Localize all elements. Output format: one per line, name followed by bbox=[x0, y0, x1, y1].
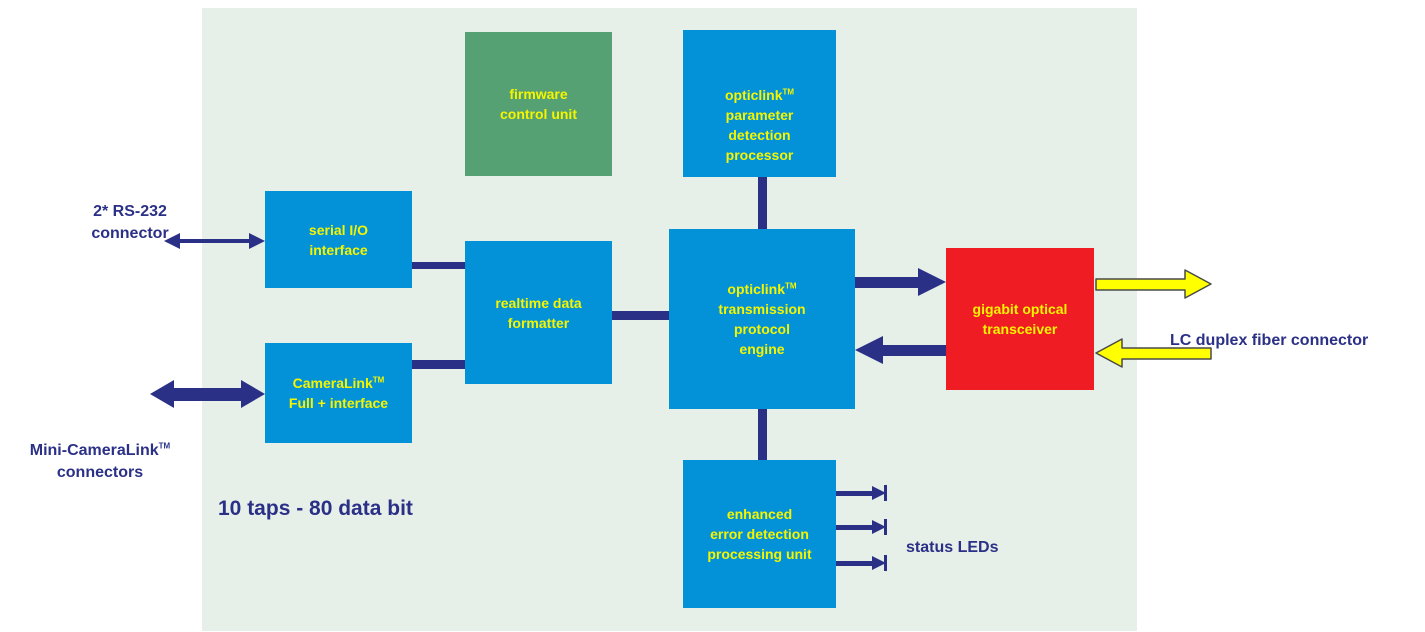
rs232-double-arrow bbox=[164, 233, 265, 249]
taps-label: 10 taps - 80 data bit bbox=[218, 497, 413, 520]
led-arrow-2 bbox=[836, 519, 887, 535]
lc-duplex-fiber-connector-label: LC duplex fiber connector bbox=[1170, 332, 1369, 349]
fiber-in-arrow bbox=[1095, 338, 1212, 368]
status-leds-label: status LEDs bbox=[906, 539, 999, 556]
serial-io-interface: serial I/O interface bbox=[265, 191, 412, 288]
opticlink-brand: opticlink bbox=[727, 281, 785, 297]
error-detection-processing-unit: enhanced error detection processing unit bbox=[683, 460, 836, 608]
led-arrow-3 bbox=[836, 555, 887, 571]
realtime-data-formatter: realtime data formatter bbox=[465, 241, 612, 384]
tx-arrow bbox=[855, 268, 946, 296]
link-formatter-protocol bbox=[611, 311, 670, 320]
link-serial-formatter bbox=[411, 262, 466, 269]
rx-arrow bbox=[855, 336, 946, 364]
led-arrow-1 bbox=[836, 485, 887, 501]
rs232-connector-label: 2* RS-232 connector bbox=[91, 203, 169, 242]
link-param-protocol bbox=[758, 177, 767, 230]
link-protocol-error bbox=[758, 408, 767, 461]
cameralink-brand: CameraLink bbox=[292, 375, 373, 391]
cameralink-double-arrow bbox=[150, 380, 265, 408]
link-cameralink-formatter bbox=[411, 360, 466, 369]
fiber-out-arrow bbox=[1095, 269, 1212, 299]
firmware-control-unit: firmware control unit bbox=[465, 32, 612, 176]
opticlink-brand: opticlink bbox=[724, 87, 783, 103]
gigabit-optical-transceiver: gigabit optical transceiver bbox=[946, 248, 1094, 390]
